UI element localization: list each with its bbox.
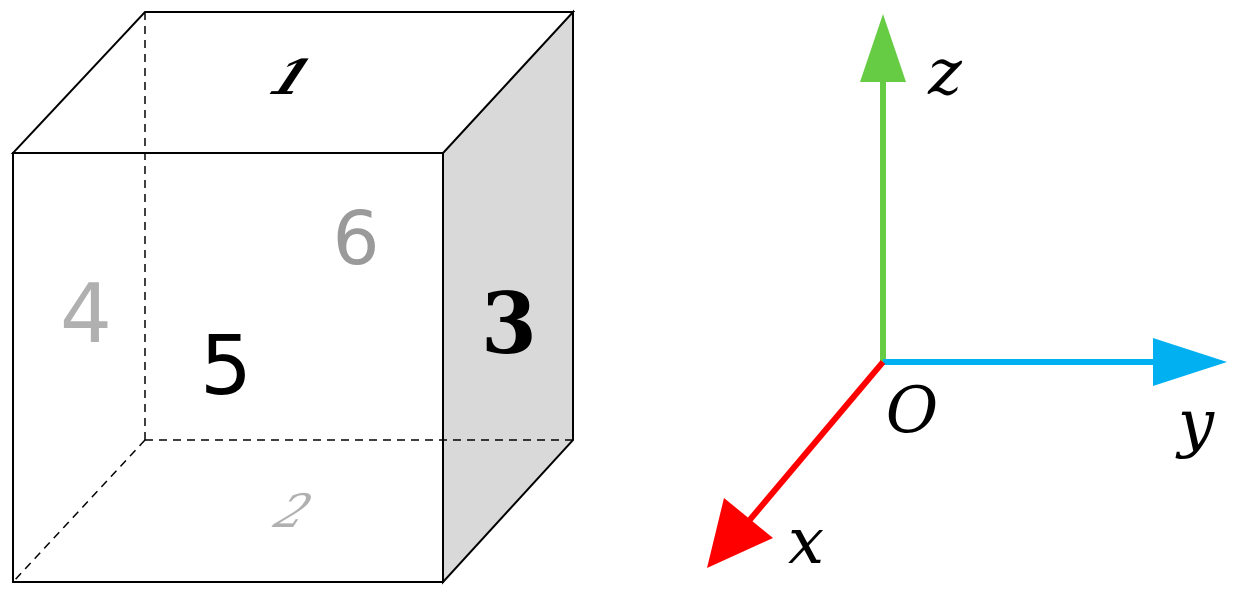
- cube: [10, 9, 576, 585]
- x-axis-line: [745, 360, 886, 524]
- cube-hidden-edge-diagonal: [12, 439, 146, 583]
- face-label-back: 6: [332, 196, 379, 282]
- y-axis-label: y: [1175, 387, 1215, 461]
- cube-top-face: [10, 11, 576, 154]
- cube-front-face: [12, 152, 444, 583]
- coordinate-axes: [707, 14, 1227, 568]
- z-axis-label: z: [927, 36, 963, 110]
- x-axis-label: x: [788, 505, 824, 579]
- face-label-left: 4: [60, 267, 112, 362]
- origin-label: O: [886, 374, 938, 448]
- x-axis-arrowhead: [707, 498, 773, 568]
- face-label-right: 3: [481, 275, 537, 373]
- face-label-front: 5: [200, 319, 252, 414]
- z-axis-arrowhead: [860, 14, 906, 82]
- y-axis-arrowhead: [1153, 338, 1227, 386]
